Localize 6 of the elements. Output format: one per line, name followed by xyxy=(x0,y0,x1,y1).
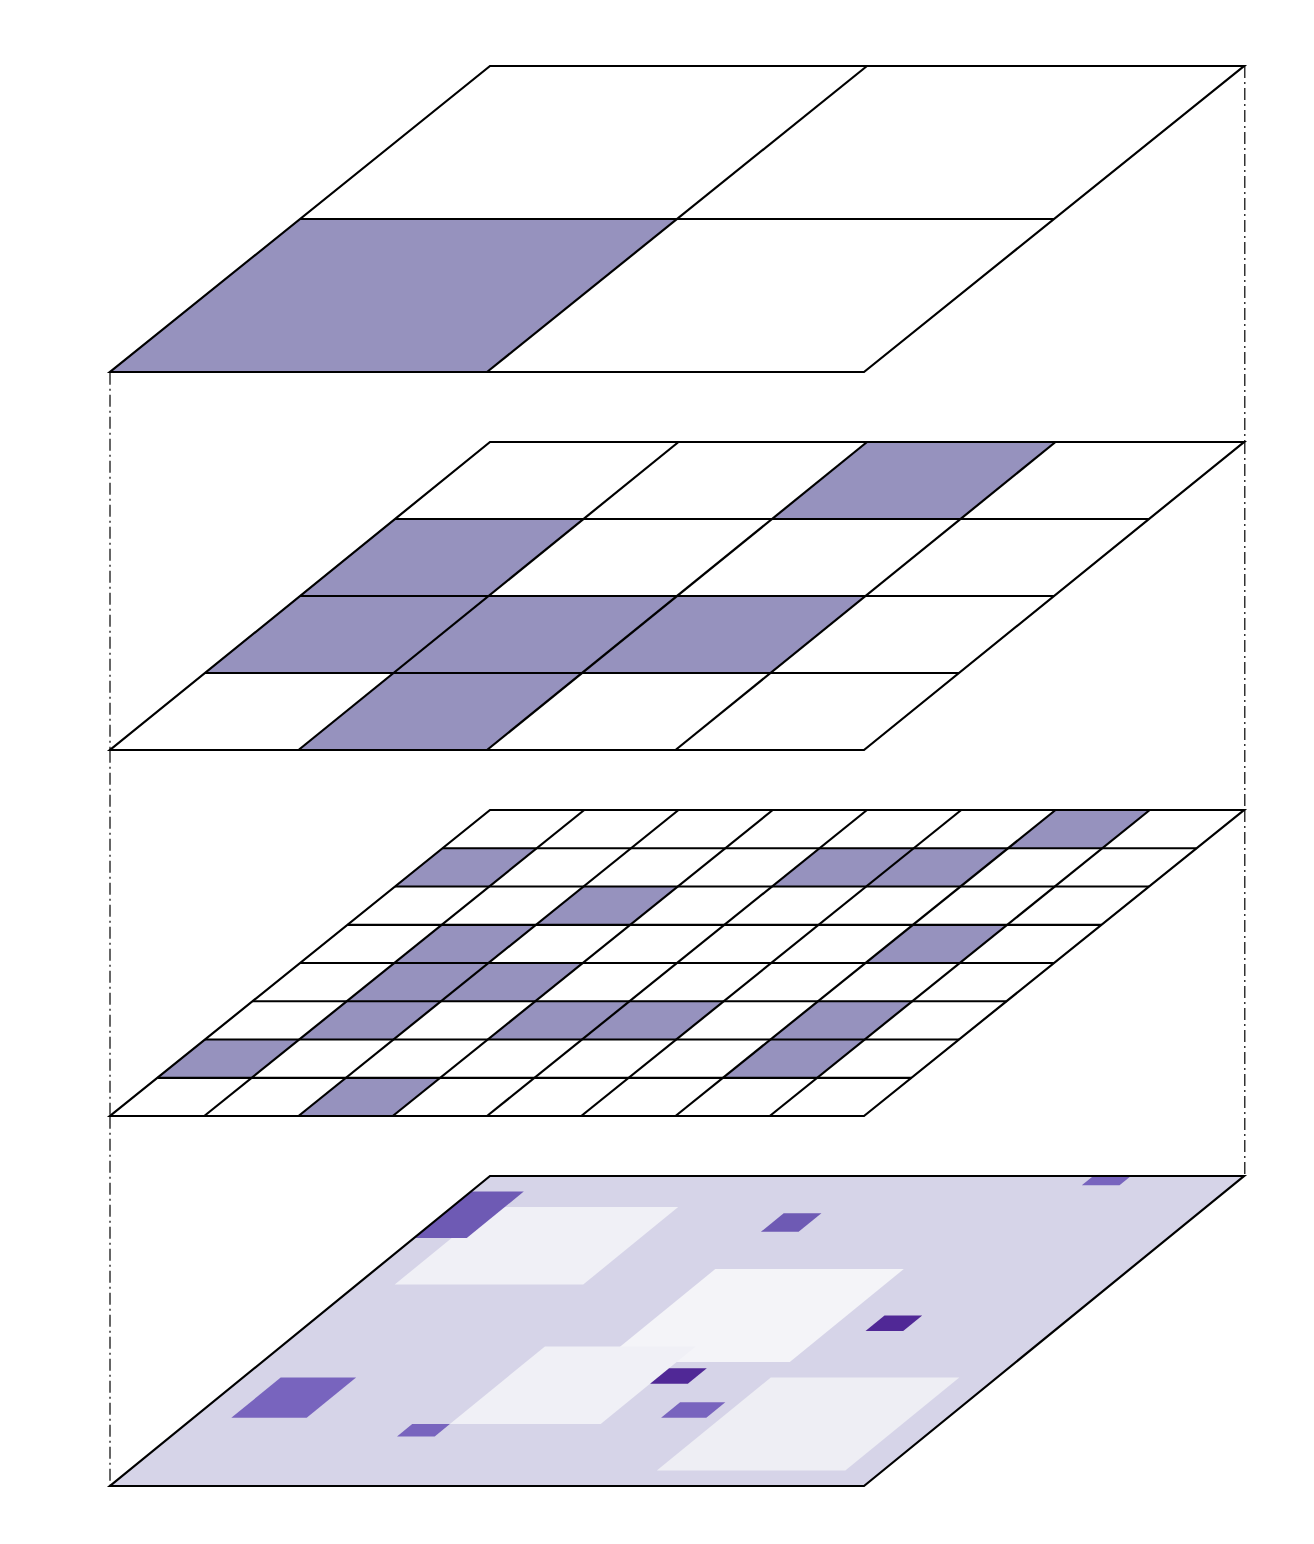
dashed-line xyxy=(1244,809,1246,1177)
dashed-line xyxy=(109,372,111,752)
dashed-line xyxy=(109,750,111,1118)
dashed-line xyxy=(109,1116,111,1488)
dashed-line xyxy=(1244,441,1246,811)
dashed-line xyxy=(1244,65,1246,443)
